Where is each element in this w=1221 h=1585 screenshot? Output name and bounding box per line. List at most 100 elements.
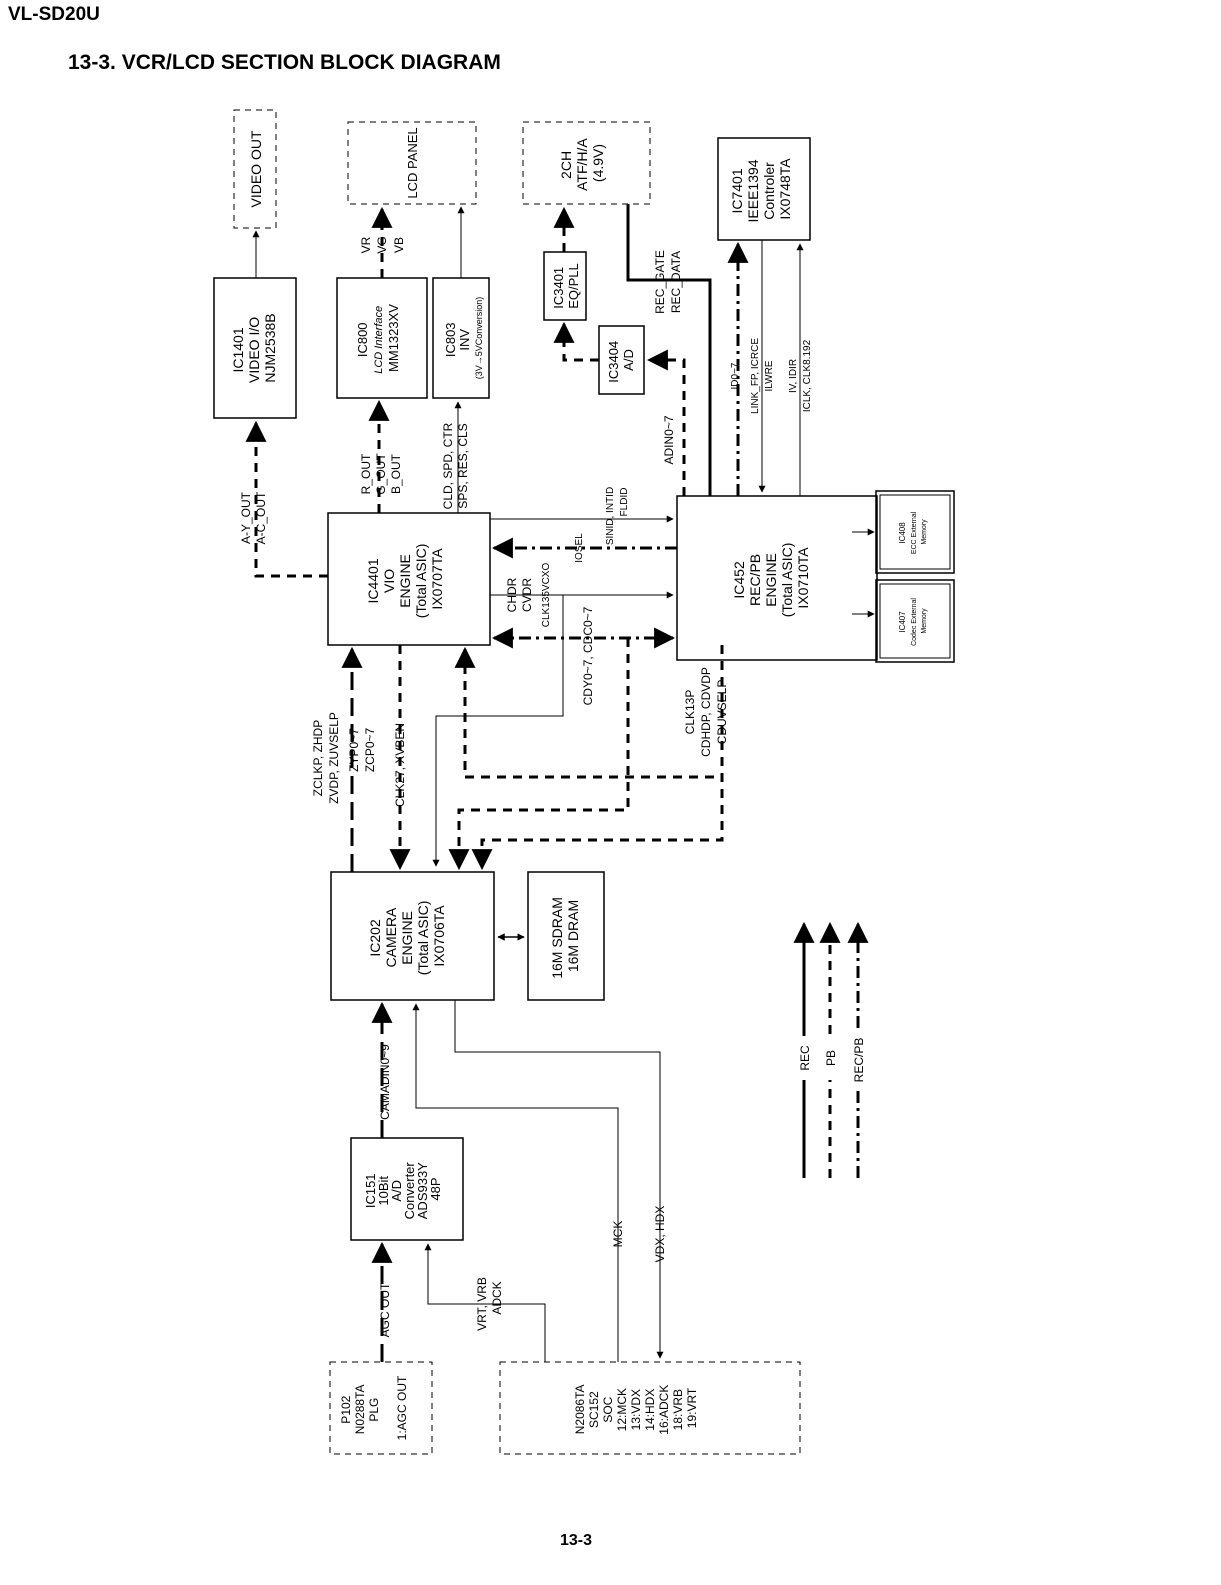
soc-line-5: 13:VDX bbox=[629, 1389, 643, 1430]
ic803-line-2: INV bbox=[457, 329, 472, 351]
video-out-box bbox=[233, 109, 277, 229]
sdram-box bbox=[527, 871, 605, 1001]
iosel-label: IOSEL bbox=[574, 533, 585, 563]
sdram-line-1: 16M SDRAM bbox=[549, 897, 565, 979]
ic151-line-1: IC151 bbox=[363, 1173, 378, 1208]
adck-label: ADCK bbox=[490, 1281, 504, 1314]
ic408-line-1: IC408 bbox=[898, 522, 907, 544]
ic800-line-1: IC800 bbox=[355, 322, 370, 357]
legend-recpb-gap bbox=[850, 1030, 872, 1090]
p102-box bbox=[329, 1361, 433, 1455]
ic408-line-3: Memory bbox=[921, 519, 928, 545]
atf-line-3: (4.9V) bbox=[590, 144, 606, 182]
soc-line-1: N2086TA bbox=[573, 1384, 587, 1434]
page-title: 13-3. VCR/LCD SECTION BLOCK DIAGRAM bbox=[68, 51, 501, 74]
ilwre-label: ILWRE bbox=[764, 360, 775, 391]
ic3404-line-2: A/D bbox=[621, 349, 636, 371]
ic151-box bbox=[350, 1137, 464, 1241]
ic3404-label: IC3404 A/D bbox=[606, 337, 636, 383]
vdx-line bbox=[454, 1000, 664, 1359]
chdr-label: CHDR bbox=[505, 577, 519, 612]
legend-recpb-label: REC/PB bbox=[852, 1038, 866, 1083]
clk13p-label: CLK13P bbox=[683, 690, 697, 735]
cduvselp-label: CDUVSELP bbox=[715, 680, 729, 745]
ic1401-line-2: VIDEO I/O bbox=[246, 317, 262, 383]
vdx-text: VDX, HDX bbox=[653, 1206, 667, 1263]
ic408-box-inner bbox=[879, 494, 951, 570]
video-out-label: VIDEO OUT bbox=[248, 130, 264, 207]
ic202-line-4: (Total ASIC) bbox=[415, 901, 431, 976]
p102-label: P102 N0288TA PLG 1:AGC OUT bbox=[339, 1375, 409, 1440]
camadin-label: CAMADIN0~9 bbox=[378, 1044, 392, 1120]
zvdp-text: ZVDP, ZUVSELP bbox=[327, 712, 341, 804]
page-number: 13-3 bbox=[560, 1532, 593, 1549]
ic4401-line-1: IC4401 bbox=[365, 558, 381, 603]
ic202-line-1: IC202 bbox=[367, 919, 383, 957]
ic803-line-1: IC803 bbox=[443, 322, 458, 357]
cdc-text: CDY0~7, CDC0~7 bbox=[581, 606, 595, 705]
legend-rec-text: REC bbox=[798, 1045, 812, 1071]
sps-text: SPS, RES, CLS bbox=[456, 423, 470, 508]
vg-text: VG bbox=[375, 236, 389, 253]
ilwre-text: ILWRE bbox=[764, 360, 775, 391]
ac-out-text: A-C_OUT bbox=[254, 491, 268, 544]
cld-text: CLD, SPD, CTR bbox=[441, 422, 455, 509]
block-labels: VIDEO OUT LCD PANEL 2CH ATF/H/A (4.9V) I… bbox=[230, 127, 928, 1440]
ic452-line-1: IC452 bbox=[731, 561, 747, 599]
ic202-box bbox=[330, 871, 495, 1001]
b-out-label: B_OUT bbox=[389, 453, 403, 494]
agc-out-text: AGC OUT bbox=[378, 1282, 392, 1337]
adck-line bbox=[424, 1243, 546, 1362]
ic408-box-outer bbox=[875, 490, 955, 574]
adin-label: ADIN0~7 bbox=[662, 415, 676, 464]
atf-box bbox=[522, 121, 651, 205]
legend-pb-gap bbox=[822, 1036, 844, 1080]
sinid-text: SINID, INTID bbox=[605, 487, 616, 545]
vr-text: VR bbox=[359, 236, 373, 253]
cduvselp-text: CDUVSELP bbox=[715, 680, 729, 745]
ic407-line-1: IC407 bbox=[898, 611, 907, 633]
clk27-text: CLK27, XVBEN bbox=[393, 723, 407, 807]
mck-label: MCK bbox=[611, 1221, 625, 1248]
ic151-line-4: Converter bbox=[402, 1162, 417, 1220]
ay-out-text: A-Y_OUT bbox=[239, 491, 253, 544]
clk135-label: CLK135VCXO bbox=[541, 563, 552, 628]
cld-label: CLD, SPD, CTR bbox=[441, 422, 455, 509]
sdram-label: 16M SDRAM 16M DRAM bbox=[549, 893, 581, 979]
soc-line-7: 16:ADCK bbox=[657, 1385, 671, 1435]
vdx-label: VDX, HDX bbox=[653, 1206, 667, 1263]
p102-line-2: N0288TA bbox=[353, 1384, 367, 1434]
zyp-label: ZYP0~7 bbox=[347, 728, 361, 772]
atf-line-2: ATF/H/A bbox=[574, 138, 590, 191]
p102-line-3: PLG bbox=[367, 1398, 381, 1422]
sdram-line-2: 16M DRAM bbox=[565, 900, 581, 972]
ic3401-line-2: EQ/PLL bbox=[566, 263, 581, 309]
zcp-text: ZCP0~7 bbox=[363, 727, 377, 772]
ic3404-to-ic3401 bbox=[553, 321, 599, 362]
sinid-label: SINID, INTID bbox=[605, 487, 616, 545]
ic4401-line-2: VIO bbox=[381, 569, 397, 593]
rec-gate-label: REC_GATE bbox=[653, 250, 667, 314]
vb-label: VB bbox=[392, 237, 406, 253]
ic202-line-3: ENGINE bbox=[399, 911, 415, 965]
legend: REC PB REC/PB bbox=[793, 921, 872, 1178]
ic7401-label: IC7401 IEEE1394 Controler IX0748TA bbox=[729, 156, 793, 223]
model-number: VL-SD20U bbox=[8, 4, 100, 25]
rec-gate-text: REC_GATE bbox=[653, 250, 667, 314]
lcd-panel-box bbox=[347, 121, 477, 205]
ic407-box-inner bbox=[879, 583, 951, 659]
ic1401-box bbox=[213, 277, 297, 419]
ic1401-line-3: NJM2538B bbox=[262, 313, 278, 382]
zyp-text: ZYP0~7 bbox=[347, 728, 361, 772]
cdhdp-text: CDHDP, CDVDP bbox=[699, 667, 713, 757]
lcd-panel-line: LCD PANEL bbox=[405, 127, 420, 198]
ic408-label: IC408 ECC External Memory bbox=[898, 510, 928, 554]
ac-out-label: A-C_OUT bbox=[254, 491, 268, 544]
ic4401-label: IC4401 VIO ENGINE (Total ASIC) IX0707TA bbox=[365, 540, 445, 619]
ic452-box bbox=[676, 495, 878, 661]
ic7401-line-4: IX0748TA bbox=[777, 158, 793, 220]
vrt-label: VRT, VRB bbox=[475, 1277, 489, 1331]
ic151-label: IC151 10Bit A/D Converter ADS933Y 48P bbox=[363, 1159, 443, 1220]
ic7401-line-1: IC7401 bbox=[729, 168, 745, 213]
